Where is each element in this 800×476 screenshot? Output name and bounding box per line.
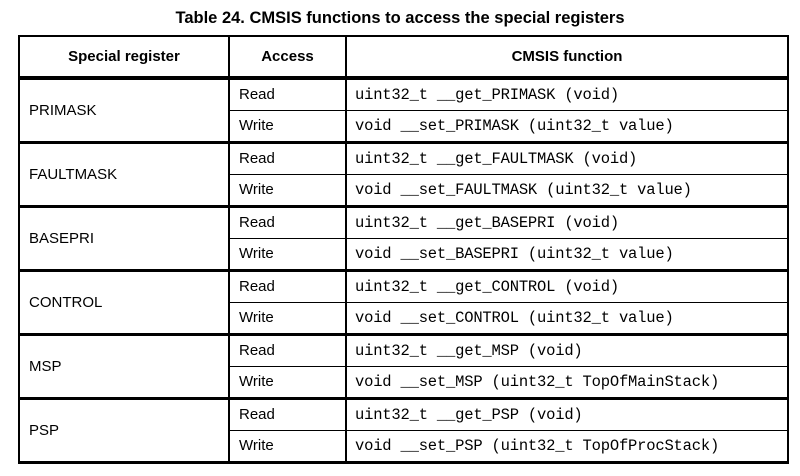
access-cell: Read — [228, 76, 347, 111]
access-cell: Write — [228, 174, 347, 208]
register-cell: PRIMASK — [18, 76, 230, 143]
table-row: PSP Read uint32_t __get_PSP (void) — [18, 396, 789, 463]
col-header-access: Access — [228, 35, 347, 80]
table-row: PRIMASK Read uint32_t __get_PRIMASK (voi… — [18, 76, 789, 143]
function-cell: uint32_t __get_PRIMASK (void) — [345, 76, 789, 111]
col-header-special-register: Special register — [18, 35, 230, 80]
col-header-cmsis-function: CMSIS function — [345, 35, 789, 80]
function-cell: uint32_t __get_MSP (void) — [345, 332, 789, 367]
access-cell: Read — [228, 204, 347, 239]
table-row: CONTROL Read uint32_t __get_CONTROL (voi… — [18, 268, 789, 335]
access-cell: Read — [228, 332, 347, 367]
access-cell: Read — [228, 140, 347, 175]
register-cell: BASEPRI — [18, 204, 230, 271]
table-row: Write void __set_FAULTMASK (uint32_t val… — [19, 174, 789, 208]
table-row: Write void __set_MSP (uint32_t TopOfMain… — [19, 366, 789, 400]
register-cell: MSP — [18, 332, 230, 399]
function-cell: void __set_PSP (uint32_t TopOfProcStack) — [345, 430, 789, 464]
access-cell: Read — [228, 396, 347, 431]
function-cell: void __set_MSP (uint32_t TopOfMainStack) — [345, 366, 789, 400]
access-cell: Write — [228, 430, 347, 464]
function-cell: void __set_BASEPRI (uint32_t value) — [345, 238, 789, 272]
table-row: Write void __set_BASEPRI (uint32_t value… — [19, 238, 789, 272]
function-cell: void __set_PRIMASK (uint32_t value) — [345, 110, 789, 144]
register-cell: CONTROL — [18, 268, 230, 335]
function-cell: void __set_CONTROL (uint32_t value) — [345, 302, 789, 336]
table-row: MSP Read uint32_t __get_MSP (void) — [18, 332, 789, 399]
access-cell: Write — [228, 302, 347, 336]
access-cell: Read — [228, 268, 347, 303]
function-cell: uint32_t __get_PSP (void) — [345, 396, 789, 431]
table-title: Table 24. CMSIS functions to access the … — [175, 9, 625, 27]
table-row: Write void __set_CONTROL (uint32_t value… — [19, 302, 789, 336]
function-cell: uint32_t __get_BASEPRI (void) — [345, 204, 789, 239]
access-cell: Write — [228, 238, 347, 272]
register-cell: PSP — [18, 396, 230, 463]
table-row: BASEPRI Read uint32_t __get_BASEPRI (voi… — [18, 204, 789, 271]
function-cell: uint32_t __get_CONTROL (void) — [345, 268, 789, 303]
table-row: FAULTMASK Read uint32_t __get_FAULTMASK … — [18, 140, 789, 207]
cmsis-registers-table: Special register Access CMSIS function P… — [18, 35, 789, 464]
table-row: Write void __set_PRIMASK (uint32_t value… — [19, 110, 789, 144]
access-cell: Write — [228, 366, 347, 400]
function-cell: void __set_FAULTMASK (uint32_t value) — [345, 174, 789, 208]
function-cell: uint32_t __get_FAULTMASK (void) — [345, 140, 789, 175]
access-cell: Write — [228, 110, 347, 144]
register-cell: FAULTMASK — [18, 140, 230, 207]
header-row: Special register Access CMSIS function — [18, 35, 789, 80]
table-row: Write void __set_PSP (uint32_t TopOfProc… — [19, 430, 789, 464]
